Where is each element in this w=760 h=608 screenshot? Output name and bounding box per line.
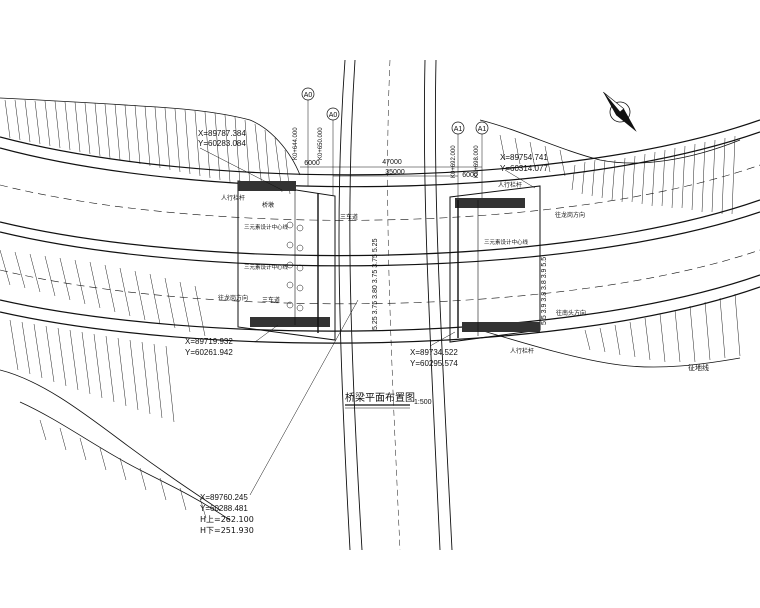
- coordinate-callouts: X=89787.384 Y=60283.084 X=89754.741 Y=60…: [185, 129, 548, 535]
- abut-right-dim: 6000: [462, 172, 478, 179]
- boundary-label: 征地线: [688, 363, 709, 372]
- north-arrow-icon: [603, 91, 637, 132]
- axis-label-a0-left: A0: [304, 92, 313, 99]
- label-pier: 桥墩: [262, 201, 274, 209]
- coord-5-y: Y=60288.481: [200, 504, 248, 513]
- annotation-labels: 人行栏杆 桥墩 三车道 三元素设计中心线 三元素设计中心线 往龙岗方向 三车道 …: [218, 181, 709, 372]
- axis-label-a1-right: A1: [478, 126, 487, 133]
- coord-1-x: X=89787.384: [198, 129, 246, 138]
- label-note-b: 三元素设计中心线: [244, 263, 289, 271]
- label-sidewalk: 人行栏杆: [221, 194, 245, 202]
- drawing-title-block: 桥梁平面布置图 1:500: [345, 391, 432, 409]
- abutment-a0: [237, 180, 336, 341]
- label-dir-b: 往龙岗方向: [555, 211, 585, 219]
- slope-hatch-upper-left: [0, 97, 301, 195]
- label-lane-b: 三车道: [262, 296, 280, 304]
- label-note-c: 三元素设计中心线: [484, 238, 529, 246]
- abut-left-dim: 6000: [304, 160, 320, 167]
- label-dir-a: 往龙岗方向: [218, 294, 248, 302]
- label-sw-right-bot: 人行栏杆: [510, 347, 534, 355]
- coord-5-x: X=89760.245: [200, 493, 248, 502]
- station-right-a: K0+692.000: [451, 145, 457, 178]
- label-dir-c: 往南头方向: [556, 309, 586, 317]
- station-left-a: K0+644.000: [293, 127, 299, 160]
- crossing-road: [338, 59, 453, 551]
- coord-5-h-up: H上=262.100: [200, 515, 254, 524]
- coord-2-x: X=89754.741: [500, 153, 548, 162]
- station-right-b: K0+698.000: [474, 145, 480, 178]
- coord-2-y: Y=60314.077: [500, 164, 548, 173]
- coord-4-y: Y=60295.574: [410, 359, 458, 368]
- label-note-a: 三元素设计中心线: [244, 223, 289, 231]
- station-left-b: K0+650.000: [318, 127, 324, 160]
- coord-3-y: Y=60261.942: [185, 348, 233, 357]
- coord-5-h-down: H下=251.930: [200, 526, 254, 535]
- coord-4-x: X=89734.522: [410, 348, 458, 357]
- widths-right: 5.5 3.9 3.8 3.8 3.9 5.5: [541, 257, 548, 325]
- abutment-a1: [449, 185, 541, 343]
- widths-left: 5.25 3.75 3.80 3.75 3.75 5.25: [372, 238, 379, 330]
- span-inner-dim: 35000: [385, 169, 405, 176]
- slope-hatch-lower-left: [0, 249, 231, 521]
- coord-1-y: Y=60283.084: [198, 139, 246, 148]
- span-dimensions: 47000 35000 6000 6000: [300, 159, 482, 179]
- slope-hatch-right: [479, 119, 741, 368]
- axis-markers: A0 A0 A1 A1: [301, 87, 489, 198]
- label-sw-right-top: 人行栏杆: [498, 181, 522, 189]
- span-total-dim: 47000: [382, 159, 402, 166]
- axis-label-a0-right: A0: [329, 112, 338, 119]
- axis-label-a1-left: A1: [454, 126, 463, 133]
- road-alignment: [0, 119, 760, 344]
- drawing-scale: 1:500: [414, 399, 432, 406]
- coord-3-x: X=89719.932: [185, 337, 233, 346]
- drawing-title: 桥梁平面布置图: [345, 391, 415, 404]
- label-lane-a: 三车道: [340, 213, 358, 221]
